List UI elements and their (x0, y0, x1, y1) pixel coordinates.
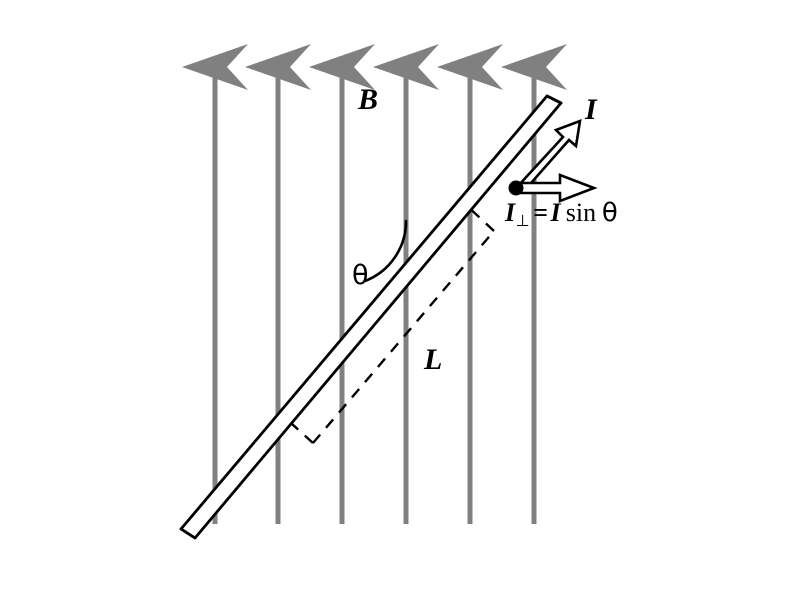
origin-dot (508, 180, 524, 196)
angle-label: θ (352, 260, 369, 291)
length-label: L (424, 343, 443, 376)
conductor-rod (179, 94, 563, 540)
magnetic-field-lines (182, 44, 567, 524)
length-marker (280, 202, 495, 444)
length-dashed-line (312, 230, 495, 444)
rod-end-cap-bottom (179, 527, 197, 540)
rod-end-cap-top (545, 94, 563, 105)
formula-current-magnitude: I (550, 198, 561, 227)
rod-body (179, 94, 563, 540)
formula-current-symbol: I (505, 198, 516, 227)
current-label: I (585, 93, 597, 126)
formula-sine-function: sin (565, 198, 597, 227)
length-tick-upper (463, 202, 495, 232)
length-tick-lower (280, 413, 314, 444)
perpendicular-current-arrow (516, 173, 598, 203)
formula-angle-symbol: θ (601, 198, 618, 228)
formula-equals-sign: = (533, 198, 548, 227)
formula-perpendicular-subscript: ⊥ (515, 210, 530, 230)
perpendicular-arrow-shape (516, 173, 598, 203)
angle-arc (363, 219, 408, 283)
magnetic-field-label: B (358, 83, 379, 116)
